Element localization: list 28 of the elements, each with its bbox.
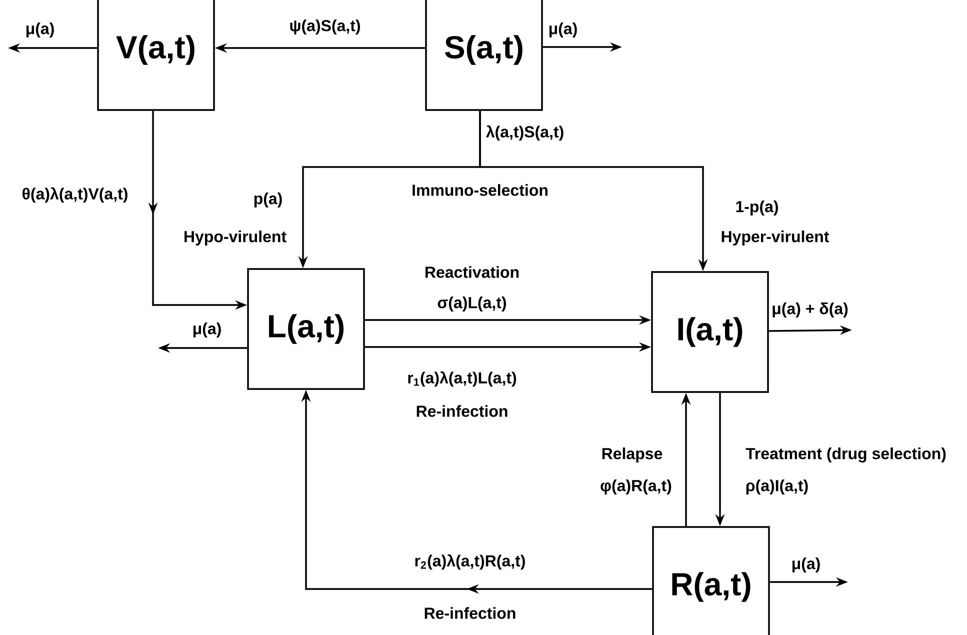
edge-label: μ(a) — [24, 21, 56, 39]
label-text: Hypo-virulent — [182, 229, 288, 247]
edge-label: p(a) — [252, 191, 284, 209]
label-text: Treatment (drug selection) — [744, 446, 948, 464]
compartment-box: R(a,t) — [652, 526, 770, 635]
compartment-box: V(a,t) — [97, 0, 215, 111]
label-text: Reactivation — [423, 264, 521, 280]
label-text: Re-infection — [422, 606, 518, 620]
label-text: Immuno-selection — [410, 182, 550, 198]
compartment-box: I(a,t) — [651, 271, 769, 393]
compartment-box: S(a,t) — [425, 0, 543, 111]
label-text: Re-infection — [414, 404, 510, 418]
edge-label: σ(a)L(a,t) — [436, 295, 508, 313]
label-text: Relapse — [600, 446, 664, 464]
edge-label: φ(a)R(a,t) — [598, 478, 674, 496]
edge-label: μ(a) — [191, 321, 224, 339]
label-text: λ(a,t)S(a,t) — [484, 124, 566, 142]
edge-label: ψ(a)S(a,t) — [288, 18, 362, 36]
edge-label: 1-p(a) — [734, 199, 780, 217]
edge-label: ρ(a)I(a,t) — [744, 478, 810, 496]
edge-label: μ(a) + δ(a) — [770, 301, 850, 319]
label-text: Hyper-virulent — [719, 229, 831, 247]
compartment-box: L(a,t) — [247, 268, 365, 390]
edge-label: r$_{2}$(a)λ(a,t)R(a,t) — [412, 553, 528, 571]
edge-label: θ(a)λ(a,t)V(a,t) — [20, 186, 130, 204]
edge-label: r$_{1}$(a)λ(a,t)L(a,t) — [406, 370, 518, 388]
edge-label: μ(a) — [547, 21, 579, 39]
edge-label: μ(a) — [790, 556, 822, 574]
